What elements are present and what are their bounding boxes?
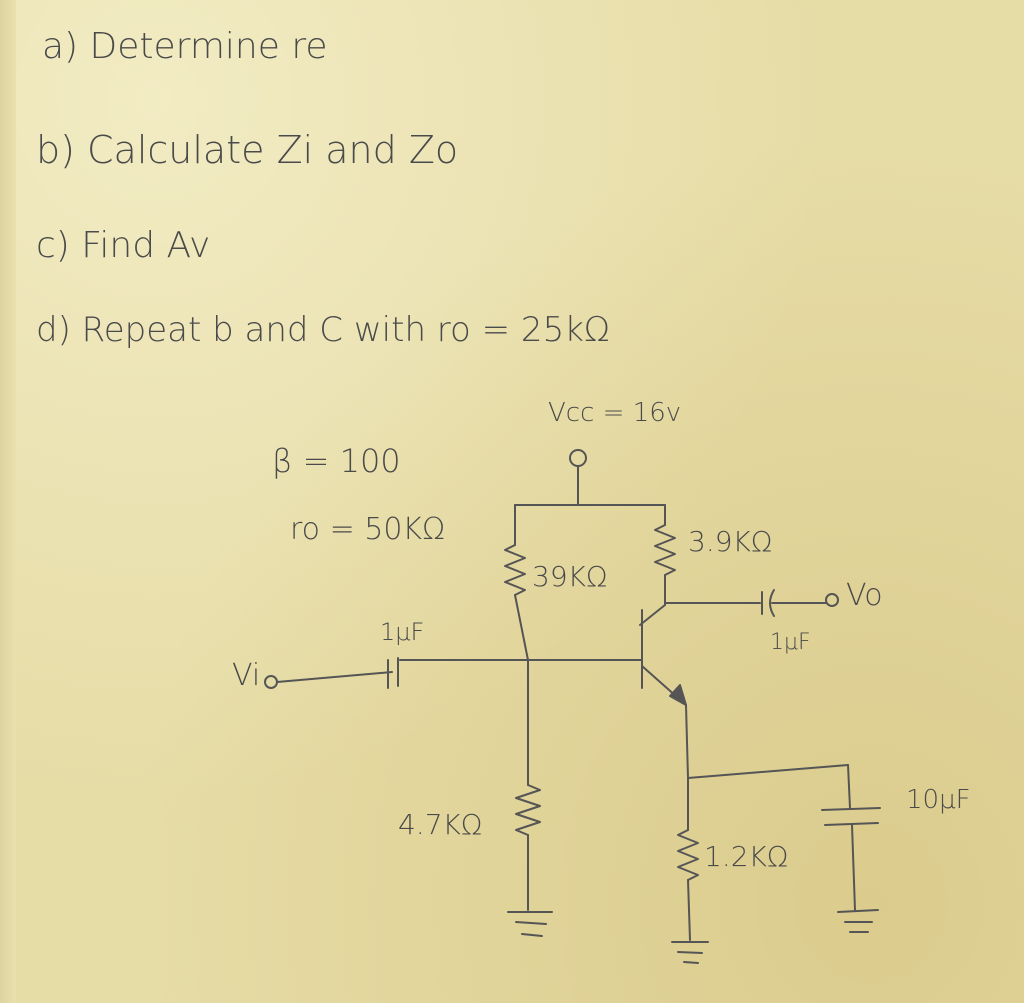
paper-edge: [0, 0, 16, 1003]
r2-label: 4.7KΩ: [398, 808, 483, 841]
re-label: 1.2KΩ: [704, 840, 789, 873]
re-ground-2: [677, 951, 703, 954]
vi-wire: [276, 671, 393, 683]
ce-label: 10μF: [906, 785, 971, 815]
ce-plate-a: [821, 807, 881, 811]
ce-wire-top: [847, 764, 851, 809]
vo-label: Vo: [846, 578, 883, 613]
r1-wire-bottom: [514, 594, 529, 661]
re-ground-3: [683, 961, 699, 964]
emitter-arrow: [669, 684, 687, 706]
cin-label: 1μF: [380, 618, 425, 646]
re-wire-bottom: [687, 879, 691, 941]
question-b: b) Calculate Zi and Zo: [36, 128, 459, 172]
vcc-terminal: [569, 449, 587, 467]
cout-label: 1μF: [770, 630, 811, 655]
cout-plate-b: [769, 589, 775, 617]
collector-lead: [639, 604, 666, 626]
question-c: c) Find Av: [36, 225, 211, 266]
beta-label: β = 100: [272, 442, 401, 480]
emitter-node-wire: [687, 764, 849, 779]
ce-ground-1: [837, 909, 879, 913]
r2-resistor: [515, 784, 541, 836]
r2-ground-3: [521, 933, 543, 937]
question-d: d) Repeat b and C with ro = 25kΩ: [36, 310, 610, 350]
vcc-label: Vcc = 16v: [548, 398, 682, 428]
vo-terminal: [825, 593, 839, 607]
re-resistor: [677, 829, 699, 881]
r2-ground-2: [515, 921, 547, 925]
r1-label: 39KΩ: [532, 560, 608, 593]
ce-plate-b: [824, 822, 879, 826]
rc-resistor: [654, 524, 676, 576]
ce-wire-bottom: [851, 824, 856, 911]
emitter-wire: [685, 704, 689, 779]
question-a: a) Determine re: [42, 26, 328, 67]
vi-label: Vi: [232, 658, 261, 693]
vi-terminal: [264, 675, 278, 689]
ro-label: ro = 50KΩ: [290, 512, 446, 547]
rc-label: 3.9KΩ: [688, 525, 773, 558]
r1-resistor: [504, 544, 526, 596]
